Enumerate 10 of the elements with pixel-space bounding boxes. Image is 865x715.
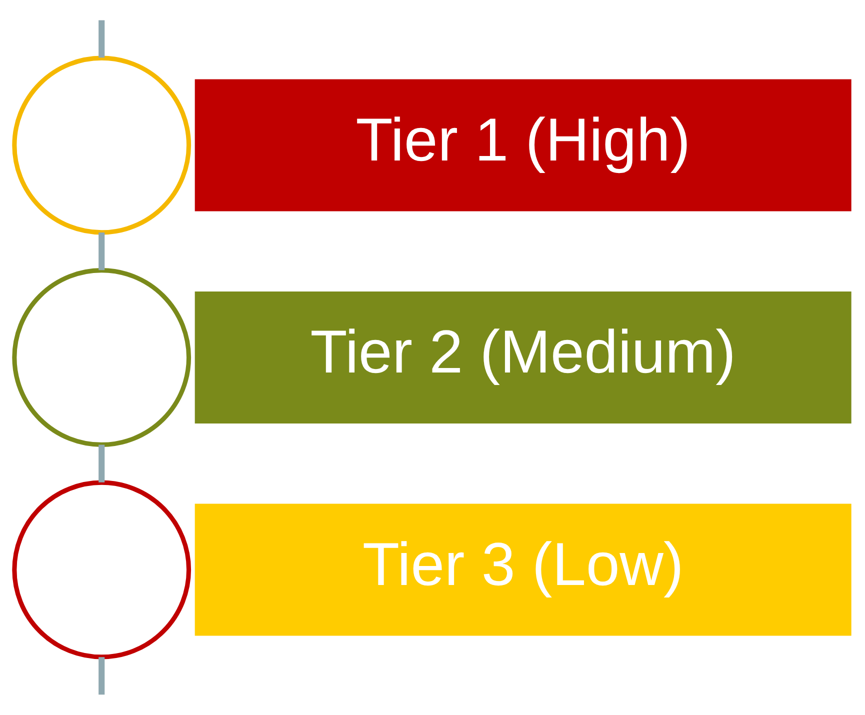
node-box: Tier 3 (Low): [194, 504, 852, 636]
connector: [98, 444, 105, 482]
node-box: Tier 1 (High): [194, 79, 852, 212]
node-circle: [12, 56, 192, 235]
connector: [98, 20, 105, 58]
node-circle: [12, 480, 192, 660]
node-circle: [12, 268, 192, 447]
connector: [98, 657, 105, 695]
node-box: Tier 2 (Medium): [194, 292, 852, 424]
connector: [98, 232, 105, 270]
